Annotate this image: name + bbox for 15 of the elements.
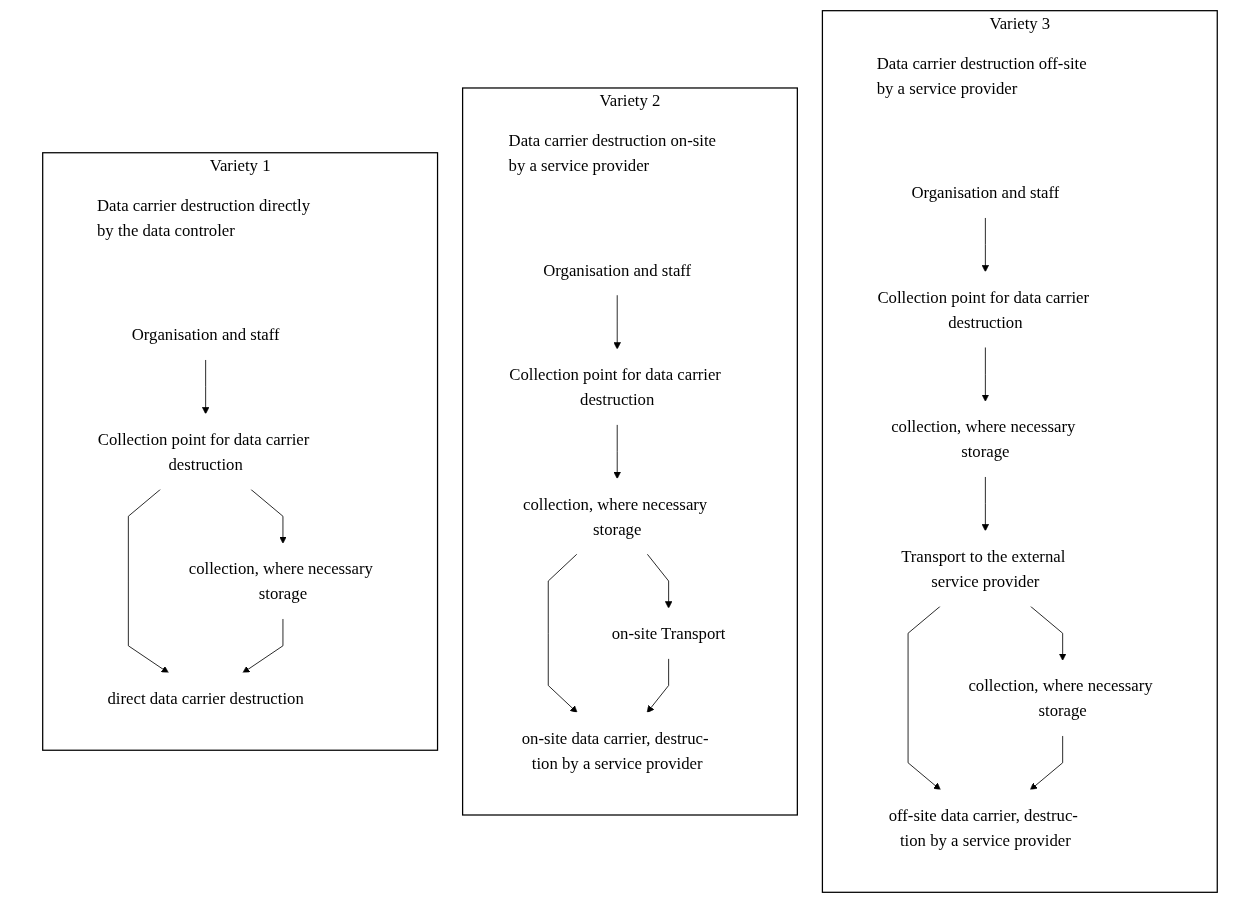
- node-text: Organisation and staff: [910, 182, 1059, 202]
- node-text: Collection point for data carrier destruction: [876, 287, 1089, 331]
- node-text: Collection point for data carrier destruction: [97, 429, 309, 473]
- node-text: collection, where necessary storage: [890, 416, 1075, 461]
- node-text: Transport to the external service provider: [900, 546, 1065, 590]
- node-text: collection, where necessary storage: [522, 494, 707, 538]
- node-text: direct data carrier destruction: [107, 688, 304, 707]
- node-text: collection, where necessary storage: [967, 675, 1153, 720]
- node-text: Organisation and staff: [131, 324, 280, 344]
- node-text: on-site Transport: [611, 623, 726, 642]
- node-text: on-site data carrier, destruc- tion by a service provider: [521, 728, 709, 772]
- node-text: Organisation and staff: [542, 260, 691, 279]
- node-text: collection, where necessary storage: [188, 558, 373, 603]
- node-text: Collection point for data carrier destruction: [508, 364, 721, 408]
- node-text: off-site data carrier, destruc- tion by a service provider: [888, 805, 1078, 849]
